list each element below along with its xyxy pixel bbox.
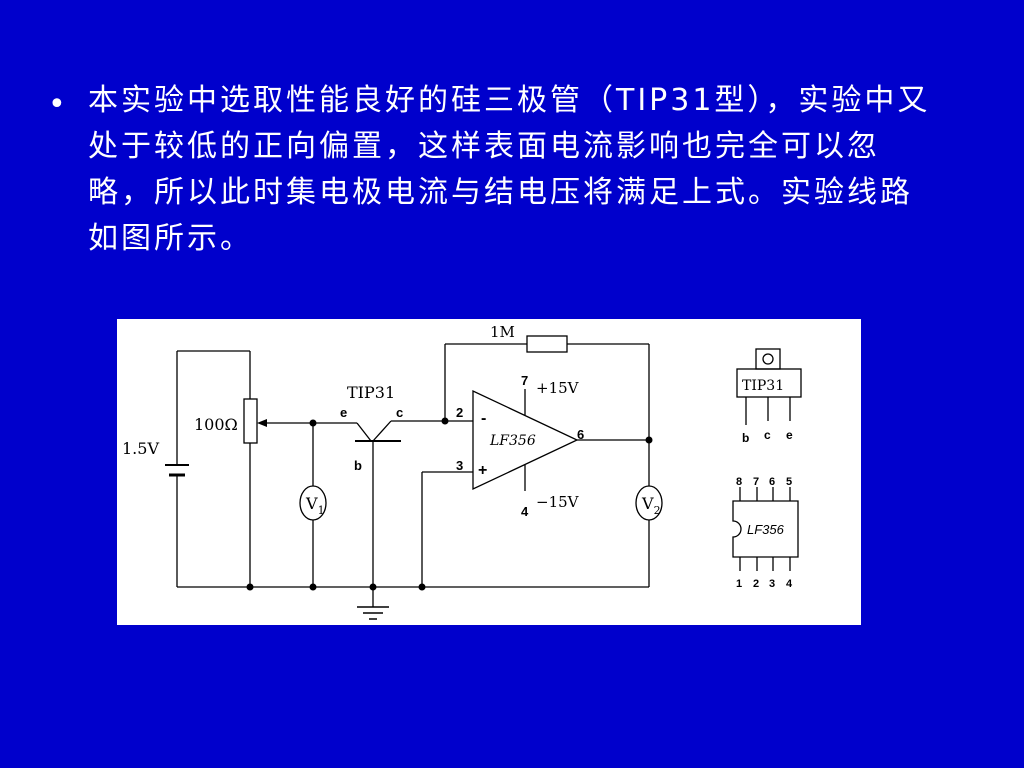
voltmeter-v1 xyxy=(299,485,327,521)
opamp-label: LF356 xyxy=(489,433,536,449)
pin-3-label: 3 xyxy=(456,458,463,473)
tip31-mount-hole xyxy=(762,353,774,365)
tip31-package: TIP31 b c e xyxy=(736,348,802,445)
tip31-pin-e-label: e xyxy=(786,428,793,442)
junction-dot xyxy=(309,419,317,427)
junction-dot xyxy=(309,583,317,591)
lf356-pin-6-label: 6 xyxy=(769,476,775,488)
tip31-body xyxy=(736,368,802,398)
lf356-pin-7-label: 7 xyxy=(753,476,759,488)
paragraph-text: 本实验中选取性能良好的硅三极管（TIP31型），实验中又处于较低的正向偏置，这样… xyxy=(88,83,931,256)
tip31-tab xyxy=(755,348,781,370)
potentiometer xyxy=(243,398,258,444)
v2-label: V2 xyxy=(641,494,661,517)
battery-label: 1.5V xyxy=(122,439,159,458)
junction-dot xyxy=(369,583,377,591)
negative-supply-label: −15V xyxy=(536,493,580,511)
pot-wiper-arrow xyxy=(257,419,267,427)
lf356-pin-5-label: 5 xyxy=(786,476,792,488)
junction-dot xyxy=(418,583,426,591)
circuit-diagram: 1.5V 100Ω TIP31 e c b 1M LF356 2 3 7 4 6… xyxy=(122,323,802,620)
transistor-label: TIP31 xyxy=(347,383,395,402)
collector-lead xyxy=(372,420,392,442)
inverting-sign: - xyxy=(481,410,486,427)
lf356-package: LF356 8 7 6 5 1 2 3 4 xyxy=(732,476,799,590)
bullet-point: • 本实验中选取性能良好的硅三极管（TIP31型），实验中又处于较低的正向偏置，… xyxy=(48,78,938,262)
tip31-pin-b-label: b xyxy=(742,431,749,445)
opamp-triangle xyxy=(472,389,579,491)
lf356-pin-3-label: 3 xyxy=(769,578,775,590)
lf356-pin-1-label: 1 xyxy=(736,578,742,590)
bullet-dot: • xyxy=(48,87,66,122)
feedback-resistor-label: 1M xyxy=(490,323,515,341)
voltmeter-v2 xyxy=(635,485,663,521)
junction-dot xyxy=(246,583,254,591)
junction-dot xyxy=(441,417,449,425)
potentiometer-label: 100Ω xyxy=(194,415,238,434)
lf356-body xyxy=(732,500,799,558)
emitter-label: e xyxy=(340,405,347,420)
emitter-lead xyxy=(356,422,372,442)
noninverting-sign: + xyxy=(478,462,487,479)
pin-7-label: 7 xyxy=(521,373,528,388)
pin-4-label: 4 xyxy=(521,504,529,519)
junction-dot xyxy=(645,436,653,444)
positive-supply-label: +15V xyxy=(536,379,580,397)
feedback-resistor xyxy=(526,335,568,353)
pin-6-label: 6 xyxy=(577,427,584,442)
lf356-pin-2-label: 2 xyxy=(753,578,759,590)
collector-label: c xyxy=(396,405,403,420)
base-label: b xyxy=(354,458,362,473)
lf356-pin-8-label: 8 xyxy=(736,476,742,488)
lf356-package-label: LF356 xyxy=(747,522,785,537)
tip31-package-label: TIP31 xyxy=(742,378,784,394)
v1-label: V1 xyxy=(305,494,325,517)
circuit-figure: 1.5V 100Ω TIP31 e c b 1M LF356 2 3 7 4 6… xyxy=(117,319,861,625)
lf356-pin-4-label: 4 xyxy=(786,578,793,590)
pin-2-label: 2 xyxy=(456,405,463,420)
tip31-pin-c-label: c xyxy=(764,428,771,442)
